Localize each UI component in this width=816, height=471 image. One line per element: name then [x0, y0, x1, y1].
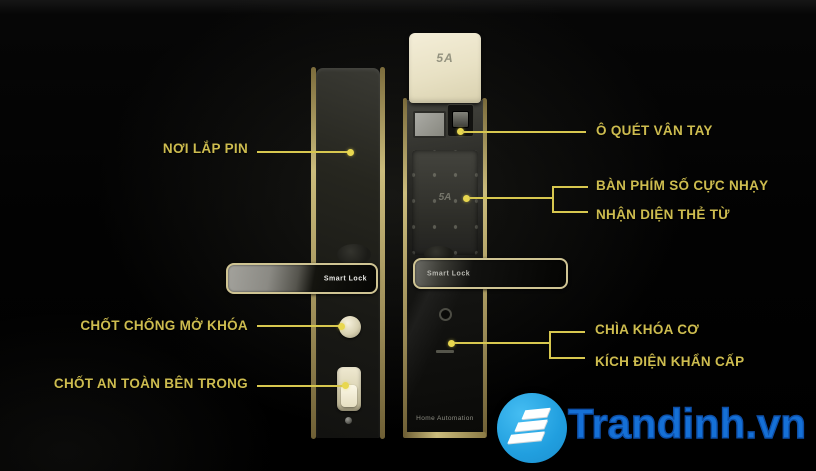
fingerprint-window: [452, 111, 469, 128]
outside-handle-label: Smart Lock: [427, 270, 471, 277]
callout-anti-unlock-label: CHỐT CHỐNG MỞ KHÓA: [80, 318, 248, 333]
callout-keypad-dot: [463, 195, 470, 202]
outside-lock-footer-label: Home Automation: [416, 415, 474, 422]
inside-handle-label: Smart Lock: [323, 275, 367, 282]
callout-key-bracket: [549, 332, 551, 359]
brand-logo-on-cap: 5A: [436, 51, 454, 65]
callout-anti-unlock-dot: [338, 323, 345, 330]
callout-mechanical-key-label: CHÌA KHÓA CƠ: [595, 322, 700, 337]
brand-logo-on-keypad: 5A: [438, 192, 452, 203]
callout-keypad-line: [469, 197, 554, 199]
callout-safety-latch-line: [257, 385, 345, 387]
callout-fingerprint-dot: [457, 128, 464, 135]
callout-battery-line: [257, 151, 352, 153]
outside-lock-bottom-trim: [404, 432, 486, 438]
logo-stair-step-icon: [507, 431, 545, 444]
callout-key-line: [454, 342, 551, 344]
callout-card-branch-bottom: [552, 211, 588, 213]
callout-key-branch-top: [549, 331, 585, 333]
inside-lock-left-trim: [311, 67, 316, 439]
inside-handle-mount: [337, 244, 371, 265]
callout-safety-latch-label: CHỐT AN TOÀN BÊN TRONG: [53, 376, 248, 391]
callout-keypad-branch-top: [552, 186, 588, 188]
callout-emergency-branch-bottom: [549, 357, 585, 359]
safety-latch-toggle: [337, 367, 361, 411]
callout-keypad-bracket: [552, 187, 554, 213]
anti-unlock-button: [339, 316, 361, 338]
callout-fingerprint-line: [462, 131, 586, 133]
status-display: [413, 111, 446, 138]
trandinh-logo-icon: [497, 393, 567, 463]
outside-handle: Smart Lock: [413, 258, 568, 289]
key-cylinder-mark: [436, 350, 454, 353]
safety-latch-knob: [341, 385, 357, 407]
callout-battery-dot: [347, 149, 354, 156]
mechanical-keyhole-icon: [439, 308, 452, 321]
trandinh-brand-text: Trandinh.vn: [567, 399, 807, 447]
inside-lock-right-trim: [380, 67, 385, 439]
screw-icon: [345, 417, 352, 424]
logo-stair-step-icon: [521, 407, 551, 420]
callout-card-reader-label: NHẬN DIỆN THẺ TỪ: [596, 207, 730, 222]
callout-key-dot: [448, 340, 455, 347]
outside-lock-battery-cap: 5A: [409, 33, 481, 103]
callout-emergency-power-label: KÍCH ĐIỆN KHẨN CẤP: [595, 354, 745, 369]
callout-safety-latch-dot: [342, 382, 349, 389]
callout-keypad-label: BÀN PHÍM SỐ CỰC NHẠY: [596, 178, 769, 193]
callout-battery-label: NƠI LẮP PIN: [162, 141, 248, 156]
logo-stair-step-icon: [514, 419, 548, 432]
inside-handle: Smart Lock: [226, 263, 378, 294]
numeric-keypad: 5A: [412, 150, 478, 255]
outside-lock-left-trim: [403, 98, 407, 438]
callout-fingerprint-label: Ô QUÉT VÂN TAY: [596, 123, 713, 138]
callout-anti-unlock-line: [257, 325, 342, 327]
